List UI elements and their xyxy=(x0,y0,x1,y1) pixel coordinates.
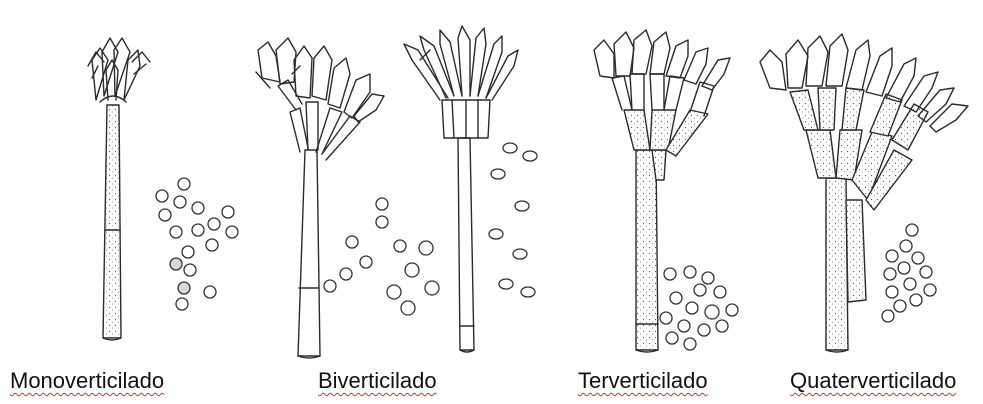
label-quaterverticilado: Quaterverticilado xyxy=(790,368,956,394)
monoverticillate-penicillus-icon xyxy=(88,38,150,340)
conidia-cluster-icon xyxy=(882,224,936,322)
conidia-cluster-icon xyxy=(324,143,537,315)
label-biverticilado: Biverticilado xyxy=(318,368,437,394)
quaterverticillate-penicillus-icon xyxy=(760,34,968,352)
label-terverticilado: Terverticilado xyxy=(578,368,708,394)
conidia-cluster-icon xyxy=(660,266,738,350)
conidia-cluster-icon xyxy=(156,178,238,310)
label-monoverticilado: Monoverticilado xyxy=(10,368,164,394)
terverticillate-penicillus-icon xyxy=(594,30,730,352)
biverticillate-penicillus-open-icon xyxy=(404,26,518,352)
biverticillate-penicillus-icon xyxy=(256,38,384,358)
